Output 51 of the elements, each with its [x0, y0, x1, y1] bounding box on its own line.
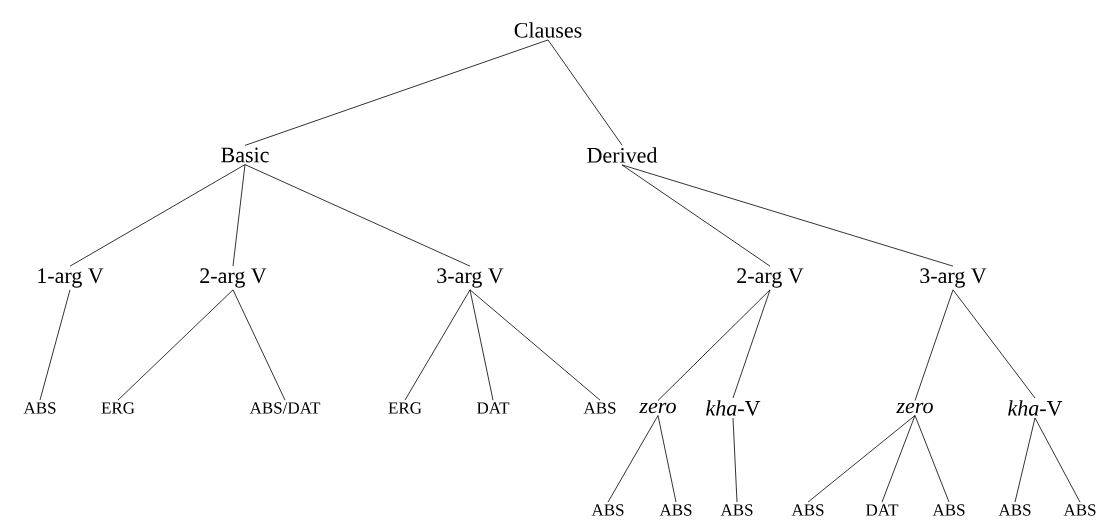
tree-label: 2-arg V	[737, 268, 804, 288]
branch-line	[117, 289, 234, 401]
tree-label: kha-V	[1008, 400, 1063, 416]
branch-line	[1014, 417, 1036, 503]
tree-label: ABS	[591, 504, 624, 516]
branch-line	[621, 164, 954, 267]
branch-line	[404, 289, 471, 401]
tree-label: ERG	[101, 402, 135, 414]
branch-line	[914, 415, 950, 503]
branch-line	[657, 289, 771, 401]
tree-label: 1-arg V	[38, 268, 104, 288]
branch-line	[607, 415, 659, 503]
branch-line	[621, 164, 771, 267]
branch-line	[952, 289, 1036, 399]
tree-label: kha-V	[706, 400, 761, 416]
branch-line	[244, 39, 549, 146]
tree-label: Basic	[221, 147, 269, 163]
tree-label: 2-arg V	[200, 268, 267, 288]
branch-line	[244, 164, 471, 267]
tree-label: ABS	[791, 504, 824, 516]
tree-label: ABS	[720, 504, 753, 516]
branch-line	[469, 289, 494, 401]
branch-line	[469, 289, 601, 401]
tree-label: ABS	[998, 504, 1031, 516]
tree-label: 3-arg V	[920, 268, 987, 288]
branch-line	[807, 415, 916, 503]
tree-label: 3-arg V	[437, 268, 504, 288]
tree-label: ABS	[1063, 504, 1096, 516]
branch-line	[881, 415, 916, 503]
branch-line	[657, 415, 677, 503]
tree-label: ABS	[659, 504, 692, 516]
tree-label: DAT	[476, 402, 510, 414]
tree-label: Derived	[587, 147, 658, 163]
tree-label: zero	[896, 402, 933, 414]
branch-line	[914, 289, 954, 401]
tree-label: ABS	[23, 402, 56, 414]
branch-line	[547, 39, 623, 146]
tree-label: zero	[639, 402, 676, 414]
branch-line	[69, 164, 246, 267]
branch-line	[732, 417, 738, 503]
tree-label: ERG	[388, 402, 422, 414]
branch-line	[232, 164, 246, 267]
tree-label: ABS	[932, 504, 965, 516]
tree-label: Clauses	[514, 22, 582, 38]
tree-label: ABS/DAT	[249, 402, 321, 414]
tree-label: ABS	[583, 402, 616, 414]
branch-line	[232, 289, 286, 401]
branch-line	[732, 289, 771, 399]
tree-label: DAT	[865, 504, 899, 516]
branch-line	[39, 289, 71, 401]
branch-line	[1034, 417, 1081, 503]
